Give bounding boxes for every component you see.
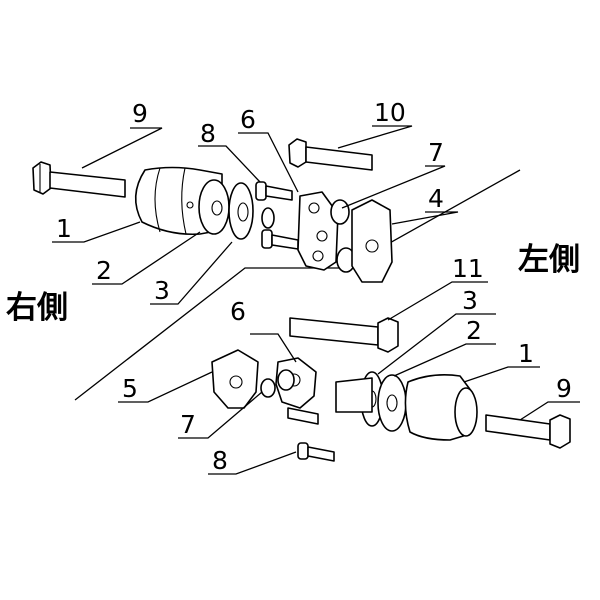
leader-lower-9 <box>519 401 580 421</box>
leader-lower-11 <box>387 281 488 321</box>
callout-upper-10: 10 <box>374 98 406 127</box>
upper-washer-part-3 <box>228 182 254 240</box>
callout-upper-7: 7 <box>428 138 444 167</box>
upper-plate-part-6 <box>297 191 339 271</box>
callout-lower-9: 9 <box>556 374 572 403</box>
leader-upper-2 <box>92 231 201 285</box>
callout-upper-1: 1 <box>56 214 72 243</box>
callout-upper-4: 4 <box>428 184 444 213</box>
upper-bolt-part-9 <box>32 161 126 198</box>
leader-lower-5 <box>118 371 213 403</box>
upper-collar-part-7 <box>330 199 356 273</box>
leader-lower-6 <box>250 333 297 363</box>
leader-upper-9 <box>81 127 163 169</box>
callout-upper-8: 8 <box>200 119 216 148</box>
leader-upper-4 <box>391 211 459 225</box>
lower-bolt-part-8 <box>287 407 335 462</box>
lower-spacer-part-2 <box>335 374 407 432</box>
leader-upper-3 <box>150 241 233 305</box>
left-side-label: 左側 <box>518 242 580 278</box>
upper-spacer-part-2 <box>198 179 230 235</box>
upper-bolt-part-8 <box>255 181 299 250</box>
side-divider-line <box>74 169 521 401</box>
upper-bracket-part-4 <box>351 199 393 283</box>
callout-lower-8: 8 <box>212 446 228 475</box>
leader-upper-10 <box>337 125 413 149</box>
leader-lower-7 <box>178 391 263 439</box>
leader-upper-1 <box>52 221 141 243</box>
callout-lower-5: 5 <box>122 374 138 403</box>
callout-upper-6: 6 <box>240 105 256 134</box>
callout-lower-3: 3 <box>462 286 478 315</box>
leader-upper-6 <box>238 132 299 193</box>
leader-lower-3 <box>377 313 496 375</box>
leader-upper-7 <box>341 165 446 209</box>
callout-upper-3: 3 <box>154 276 170 305</box>
callout-lower-6: 6 <box>230 297 246 326</box>
right-side-label: 右側 <box>6 290 68 326</box>
leader-lower-1 <box>463 366 540 383</box>
callout-upper-9: 9 <box>132 99 148 128</box>
lower-bolt-part-11 <box>289 317 399 353</box>
upper-bolt-part-10 <box>288 138 373 171</box>
callout-lower-7: 7 <box>180 410 196 439</box>
leader-upper-8 <box>198 145 261 183</box>
lower-collar-part-7 <box>260 369 295 398</box>
lower-slider-part-1 <box>404 374 478 441</box>
leader-lower-2 <box>393 343 496 377</box>
leader-lower-8 <box>208 451 297 475</box>
lower-bolt-part-9 <box>485 414 571 449</box>
lower-bracket-part-5 <box>211 349 259 409</box>
callout-lower-2: 2 <box>466 316 482 345</box>
callout-lower-1: 1 <box>518 339 534 368</box>
callout-upper-2: 2 <box>96 256 112 285</box>
callout-lower-11: 11 <box>452 254 484 283</box>
